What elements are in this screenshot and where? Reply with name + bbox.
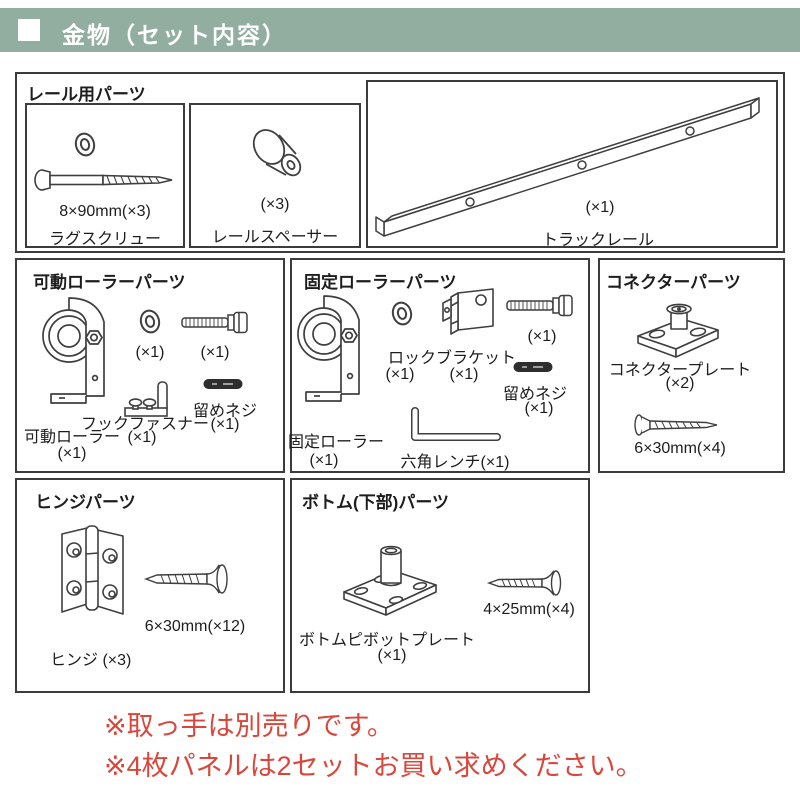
connector-plate-name: コネクタープレート <box>608 362 752 379</box>
hinge-title: ヒンジパーツ <box>35 493 136 512</box>
washer-icon <box>138 308 162 335</box>
fixed-roller-icon <box>296 288 376 410</box>
washer-qty: (×1) <box>385 366 415 383</box>
bottom-section: ボトム(下部)パーツ <box>290 478 590 693</box>
hook-fastener-icon <box>121 376 173 422</box>
lock-bracket-name: ロックブラケット <box>387 350 517 367</box>
set-screw-icon <box>513 361 553 373</box>
bottom-title: ボトム(下部)パーツ <box>302 493 449 512</box>
track-rail-icon <box>370 84 770 244</box>
fixed-roller-title: 固定ローラーパーツ <box>304 273 457 292</box>
hex-wrench-name: 六角レンチ(×1) <box>400 454 510 471</box>
set-screw-name: 留めネジ <box>192 403 258 420</box>
movable-roller-icon <box>41 290 121 412</box>
set-screw-icon <box>203 378 243 390</box>
washer-icon <box>73 131 97 158</box>
hook-fastener-qty: (×1) <box>127 429 157 446</box>
lock-bracket-icon <box>438 284 500 340</box>
track-rail-name: トラックレール <box>541 232 655 249</box>
movable-roller-qty: (×1) <box>57 445 87 462</box>
lock-bracket-qty: (×1) <box>449 366 479 383</box>
note-four-panel-two-sets: ※4枚パネルは2セットお買い求めください。 <box>104 751 643 781</box>
fixed-roller-qty: (×1) <box>309 452 339 469</box>
track-rail-box: (×1) トラックレール <box>366 80 778 249</box>
bolt-icon <box>180 310 250 335</box>
bottom-pivot-plate-icon <box>336 540 444 620</box>
rail-section-title: レール用パーツ <box>27 85 146 104</box>
screw-icon <box>143 562 235 596</box>
bottom-pivot-plate-name: ボトムピボットプレート <box>298 632 476 649</box>
note-handle-sold-separately: ※取っ手は別売りです。 <box>104 711 394 741</box>
rail-parts-section: レール用パーツ <box>15 72 785 253</box>
rail-spacer-name: レールスペーサー <box>211 229 339 246</box>
hinge-screw-size: 6×30mm(×12) <box>144 618 246 635</box>
connector-section: コネクターパーツ コネクタープレート (×2) <box>598 258 785 473</box>
connector-plate-icon <box>632 298 724 360</box>
movable-roller-section: 可動ローラーパーツ 可動ローラー (×1) <box>15 258 285 473</box>
lag-screw-box: 8×90mm(×3) ラグスクリュー <box>25 103 185 248</box>
track-rail-qty: (×1) <box>585 199 615 216</box>
rail-spacer-qty: (×3) <box>260 196 290 213</box>
lag-screw-icon <box>33 165 175 195</box>
screw-icon <box>632 412 720 438</box>
fixed-roller-name: 固定ローラー <box>287 434 385 451</box>
bolt-icon <box>505 293 575 318</box>
set-screw-qty: (×1) <box>210 416 240 433</box>
hinge-icon <box>52 518 132 622</box>
bottom-pivot-plate-qty: (×1) <box>377 647 407 664</box>
hinge-name: ヒンジ (×3) <box>50 652 132 669</box>
movable-roller-name: 可動ローラー <box>23 429 121 446</box>
header-square-bullet-icon <box>18 19 40 41</box>
washer-qty: (×1) <box>135 344 165 361</box>
hex-wrench-icon <box>406 406 502 446</box>
connector-screw-size: 6×30mm(×4) <box>634 440 726 457</box>
bottom-screw-size: 4×25mm(×4) <box>483 601 575 618</box>
bolt-qty: (×1) <box>200 344 230 361</box>
lag-screw-name: ラグスクリュー <box>48 231 162 248</box>
washer-icon <box>390 300 414 327</box>
rail-spacer-icon <box>249 125 305 183</box>
screw-icon <box>486 568 568 598</box>
section-header-bar: 金物（セット内容） <box>0 8 800 52</box>
fixed-roller-section: 固定ローラーパーツ 固定ローラー (×1) <box>287 258 590 473</box>
notes: ※取っ手は別売りです。 ※4枚パネルは2セットお買い求めください。 <box>104 706 643 786</box>
page-title: 金物（セット内容） <box>62 22 287 48</box>
set-screw-name: 留めネジ <box>502 386 568 403</box>
bolt-qty: (×1) <box>527 328 557 345</box>
set-screw-qty: (×1) <box>524 400 554 417</box>
connector-title: コネクターパーツ <box>606 273 741 292</box>
connector-plate-qty: (×2) <box>665 375 695 392</box>
movable-roller-title: 可動ローラーパーツ <box>33 273 186 292</box>
lag-screw-size: 8×90mm(×3) <box>59 203 151 220</box>
hinge-section: ヒンジパーツ <box>15 478 285 693</box>
rail-spacer-box: (×3) レールスペーサー <box>189 103 361 248</box>
hook-fastener-name: フックファスナー <box>80 416 210 433</box>
